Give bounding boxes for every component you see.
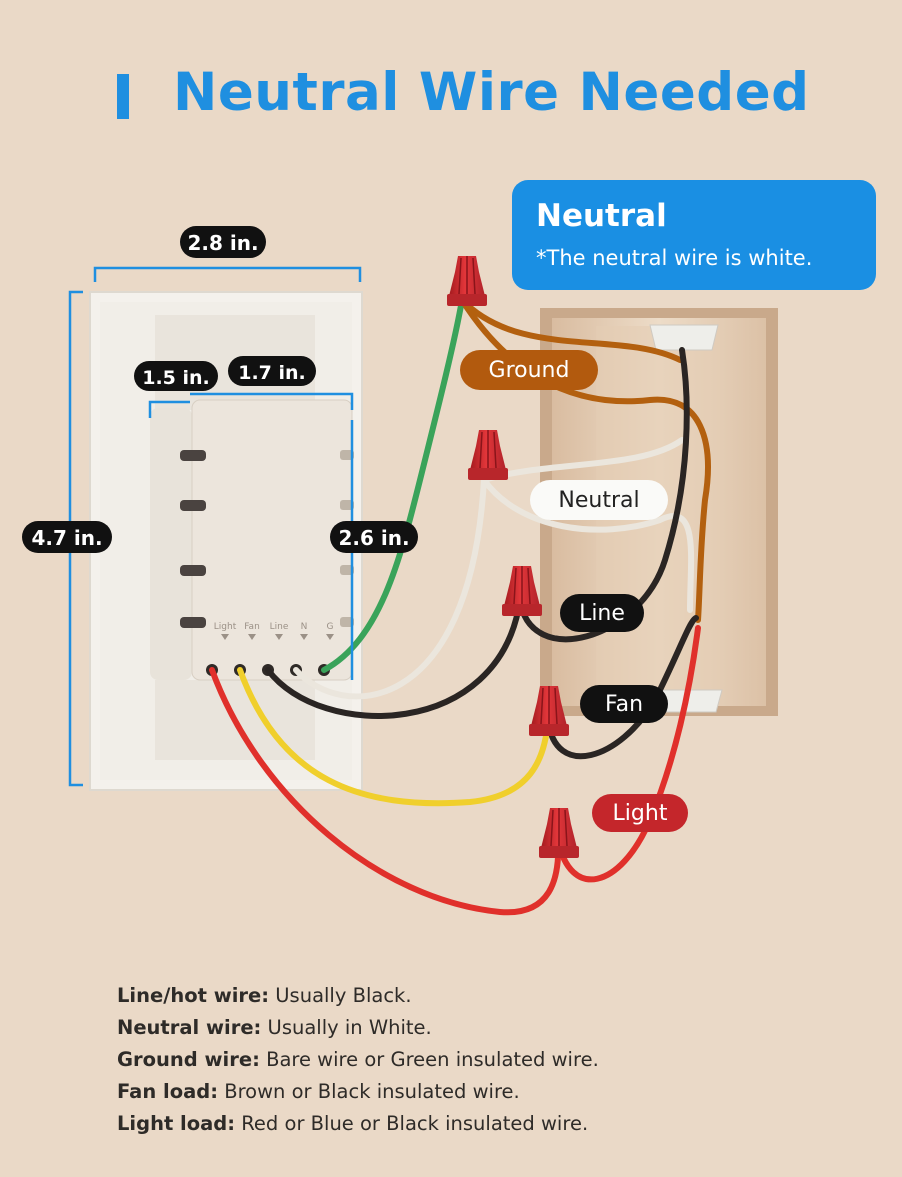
legend-key: Ground wire: xyxy=(117,1048,260,1071)
svg-text:Neutral: Neutral xyxy=(558,488,639,513)
svg-text:4.7 in.: 4.7 in. xyxy=(31,526,102,550)
legend-value: Usually in White. xyxy=(261,1016,432,1039)
wire-legend: Line/hot wire: Usually Black. Neutral wi… xyxy=(117,984,599,1144)
legend-key: Fan load: xyxy=(117,1080,219,1103)
svg-text:Ground: Ground xyxy=(489,358,570,383)
legend-key: Light load: xyxy=(117,1112,236,1135)
legend-key: Neutral wire: xyxy=(117,1016,262,1039)
white-wire-box xyxy=(481,477,695,613)
legend-value: Red or Blue or Black insulated wire. xyxy=(235,1112,589,1135)
wire-label-light: Light xyxy=(592,794,688,832)
black-wire-line xyxy=(265,597,523,719)
wire-label-ground: Ground xyxy=(460,350,598,390)
switch-module: Light Fan Line N G xyxy=(150,399,354,681)
neutral-callout: Neutral *The neutral wire is white. xyxy=(512,180,876,290)
legend-item: Light load: Red or Blue or Black insulat… xyxy=(117,1112,599,1144)
red-wire-switch xyxy=(209,667,562,916)
legend-value: Bare wire or Green insulated wire. xyxy=(259,1048,599,1071)
terminal-label-g: G xyxy=(327,622,334,632)
dim-label-height: 4.7 in. xyxy=(22,521,112,553)
terminal-label-n: N xyxy=(301,622,308,632)
legend-value: Usually Black. xyxy=(269,984,412,1007)
wire-label-fan: Fan xyxy=(580,685,668,723)
wire-nut-icon xyxy=(446,255,488,307)
title-accent-bar xyxy=(117,74,129,119)
terminal-label-fan: Fan xyxy=(244,622,260,632)
wire-label-line: Line xyxy=(560,594,644,632)
legend-key: Line/hot wire: xyxy=(117,984,270,1007)
dim-label-module-height: 2.6 in. xyxy=(330,521,418,553)
wires xyxy=(209,297,711,916)
callout-subtitle: *The neutral wire is white. xyxy=(536,246,813,270)
black-wire-line-box xyxy=(517,347,690,643)
page-title: Neutral Wire Needed xyxy=(173,62,810,123)
wire-nut-icon xyxy=(467,429,509,481)
svg-text:Line: Line xyxy=(579,601,625,626)
svg-text:Light: Light xyxy=(613,801,668,826)
legend-item: Neutral wire: Usually in White. xyxy=(117,1016,599,1048)
wire-nut-icon xyxy=(501,565,543,617)
svg-text:1.5 in.: 1.5 in. xyxy=(142,367,210,389)
dim-label-width: 2.8 in. xyxy=(180,226,266,258)
terminal-label-light: Light xyxy=(214,622,237,632)
svg-text:1.7 in.: 1.7 in. xyxy=(238,362,306,384)
callout-title: Neutral xyxy=(536,198,667,234)
svg-text:2.8 in.: 2.8 in. xyxy=(187,231,258,255)
legend-value: Brown or Black insulated wire. xyxy=(218,1080,520,1103)
legend-item: Line/hot wire: Usually Black. xyxy=(117,984,599,1016)
legend-item: Fan load: Brown or Black insulated wire. xyxy=(117,1080,599,1112)
svg-text:2.6 in.: 2.6 in. xyxy=(338,526,409,550)
legend-item: Ground wire: Bare wire or Green insulate… xyxy=(117,1048,599,1080)
wire-label-neutral: Neutral xyxy=(530,480,668,520)
brown-wire-ground-2 xyxy=(459,297,683,363)
terminal-label-line: Line xyxy=(270,622,289,632)
dim-label-depth-a: 1.5 in. xyxy=(134,361,218,391)
svg-text:Fan: Fan xyxy=(605,692,643,717)
dim-label-depth-b: 1.7 in. xyxy=(228,356,316,386)
wire-nut-icon xyxy=(538,807,580,859)
green-wire xyxy=(321,297,465,673)
yellow-wire xyxy=(237,667,551,807)
white-wire-box-2 xyxy=(481,437,685,483)
white-wire-switch xyxy=(293,477,487,700)
